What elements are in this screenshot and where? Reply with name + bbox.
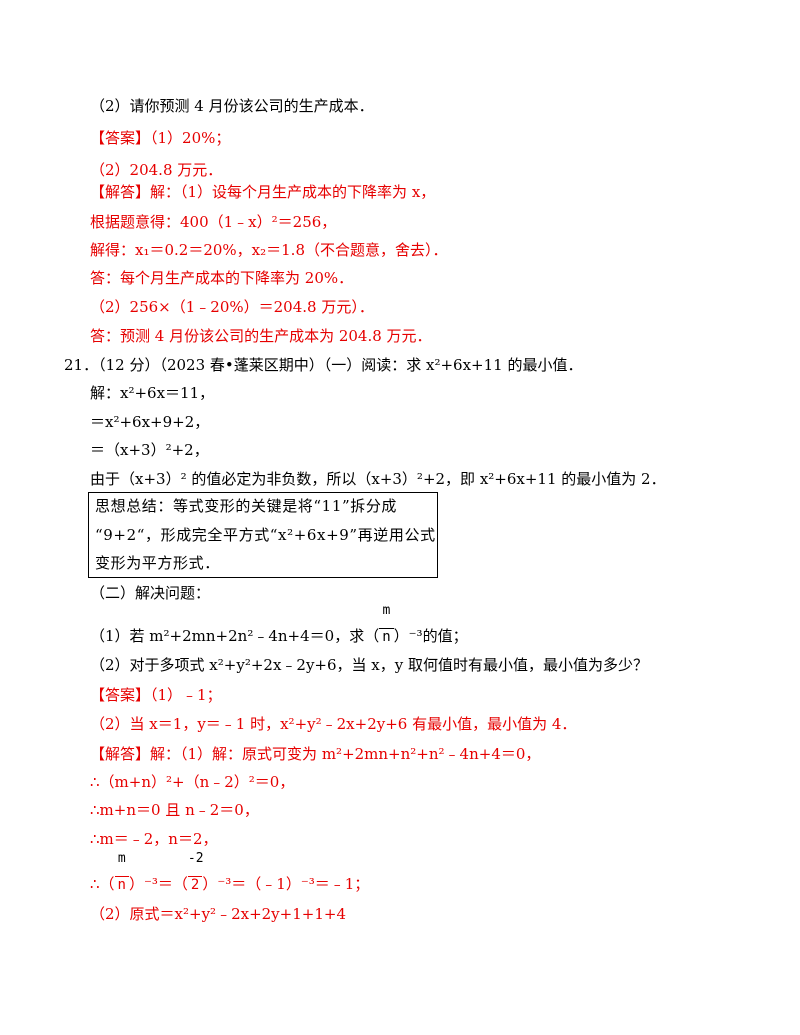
q21-solution-4: ∴m＝﹣2，n＝2， (90, 830, 218, 848)
problem-1-tail: ）⁻³的值； (393, 627, 468, 645)
fraction-numerator: m (382, 603, 391, 618)
solution-tag: 【解答】 (90, 183, 151, 201)
q20-solution-line: 【解答】解：（1）设每个月生产成本的下降率为 x， (90, 182, 435, 202)
q21-solution-line: 【解答】解：（1）解：原式可变为 m²+2mn+n²+n²﹣4n+4＝0， (90, 744, 540, 764)
q21-answer-2: （2）当 x＝1，y＝﹣1 时，x²+y²﹣2x+2y+6 有最小值，最小值为 … (90, 715, 577, 733)
problem-1-text: （1）若 m²+2mn+2n²﹣4n+4＝0，求（ (90, 627, 380, 645)
q21-line-3: ＝（x+3）²+2， (90, 441, 209, 459)
q21-solution-1: 解：（1）解：原式可变为 m²+2mn+n²+n²﹣4n+4＝0， (150, 745, 541, 763)
q21-problem-2: （2）对于多项式 x²+y²+2x﹣2y+6，当 x，y 取何值时有最小值，最小… (90, 656, 649, 674)
q21-line-1: 解：x²+6x＝11， (90, 384, 215, 402)
fraction-denominator: 2 (187, 876, 203, 893)
fraction-numerator: m (117, 851, 126, 866)
fraction-denominator: n (114, 876, 129, 893)
q21-answer-line: 【答案】（1）﹣1； (90, 685, 222, 705)
q20-solution-step-5: 答：预测 4 月份该公司的生产成本为 204.8 万元． (90, 327, 432, 345)
q20-answer-1: （1）20%； (150, 129, 231, 147)
q21-part2-title: （二）解决问题： (90, 584, 211, 602)
q21-solution-3: ∴m+n＝0 且 n﹣2＝0， (90, 801, 259, 819)
solution-5-tail: ）⁻³＝（﹣1）⁻³＝﹣1； (202, 875, 370, 893)
solution-tag: 【解答】 (90, 745, 151, 763)
summary-box: 思想总结：等式变形的关键是将“11”拆分成 “9+2“，形成完全平方式“x²+6… (88, 492, 438, 578)
fraction-denominator: n (379, 628, 394, 645)
q21-solution-2: ∴（m+n）²+（n﹣2）²＝0， (90, 773, 295, 791)
q21-answer-1: （1）﹣1； (150, 686, 222, 704)
q20-solution-step-2: 解得：x₁＝0.2＝20%，x₂＝1.8（不合题意，舍去）． (90, 241, 448, 259)
answer-tag: 【答案】 (90, 129, 151, 147)
q20-solution-step-1: 根据题意得：400（1﹣x）²＝256， (90, 213, 337, 231)
summary-line-1: 思想总结：等式变形的关键是将“11”拆分成 (95, 497, 398, 515)
summary-line-2: “9+2“，形成完全平方式“x²+6x+9”再逆用公式 (95, 526, 436, 544)
q20-solution-step-4: （2）256×（1﹣20%）＝204.8 万元）． (90, 298, 374, 316)
q21-line-4: 由于（x+3）² 的值必定为非负数，所以（x+3）²+2，即 x²+6x+11 … (90, 470, 666, 488)
q20-answer-line: 【答案】（1）20%； (90, 128, 230, 148)
q21-header: 21．（12 分）（2023 春•蓬莱区期中）（一）阅读：求 x²+6x+11 … (64, 356, 583, 374)
q21-line-2: ＝x²+6x+9+2， (90, 413, 210, 431)
summary-line-3: 变形为平方形式． (95, 554, 220, 572)
q20-answer-2: （2）204.8 万元． (90, 161, 223, 179)
q20-solution-step-3: 答：每个月生产成本的下降率为 20%． (90, 269, 354, 287)
solution-5-mid: ）⁻³＝（ (128, 875, 188, 893)
q20-part2: （2）请你预测 4 月份该公司的生产成本． (90, 97, 374, 115)
q21-solution-6: （2）原式＝x²+y²﹣2x+2y+1+1+4 (90, 905, 346, 923)
answer-tag: 【答案】 (90, 686, 151, 704)
fraction-neg2-over-2: -2 2 (187, 852, 204, 895)
solution-5-text: ∴（ (90, 875, 115, 893)
fraction-numerator: -2 (187, 851, 204, 866)
q20-solution-intro: 解：（1）设每个月生产成本的下降率为 x， (150, 183, 436, 201)
